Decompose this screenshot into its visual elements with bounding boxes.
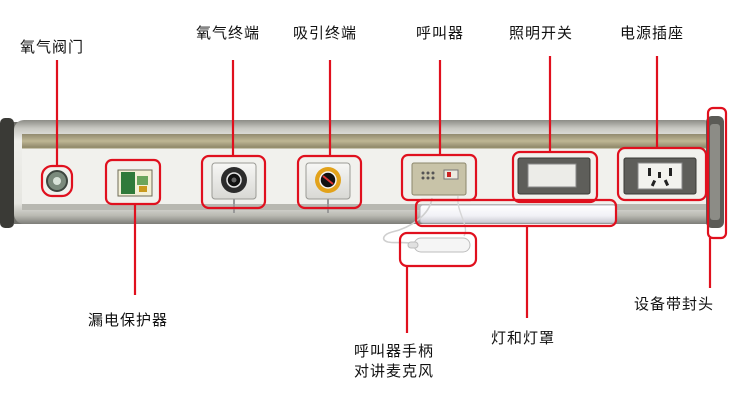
call-unit-icon[interactable] (411, 162, 467, 196)
label-nurse-call: 呼叫器 (416, 24, 465, 42)
label-oxygen-outlet: 氧气终端 (196, 24, 261, 42)
switch-icon[interactable] (517, 157, 591, 195)
breaker-icon[interactable] (117, 169, 153, 197)
label-suction-outlet: 吸引终端 (293, 24, 358, 42)
oxygen-valve-icon[interactable] (46, 170, 68, 192)
label-power-socket: 电源插座 (620, 24, 685, 42)
label-light-and-cover: 灯和灯罩 (491, 329, 556, 347)
label-end-cap: 设备带封头 (634, 295, 715, 313)
label-light-switch: 照明开关 (509, 24, 574, 42)
label-oxygen-valve: 氧气阀门 (20, 38, 85, 56)
gas-outlet-icon[interactable] (211, 162, 257, 213)
leader-lines (55, 56, 712, 333)
socket-icon[interactable] (623, 157, 697, 195)
label-call-handset-line2: 对讲麦克风 (354, 362, 435, 380)
label-call-handset-line1: 呼叫器手柄 (354, 342, 435, 360)
gas-outlet-icon[interactable] (305, 162, 351, 213)
label-leakage-protector: 漏电保护器 (88, 311, 169, 329)
left-end-cap (0, 118, 14, 228)
end-cap (706, 116, 724, 228)
lamp-cover (419, 204, 617, 224)
